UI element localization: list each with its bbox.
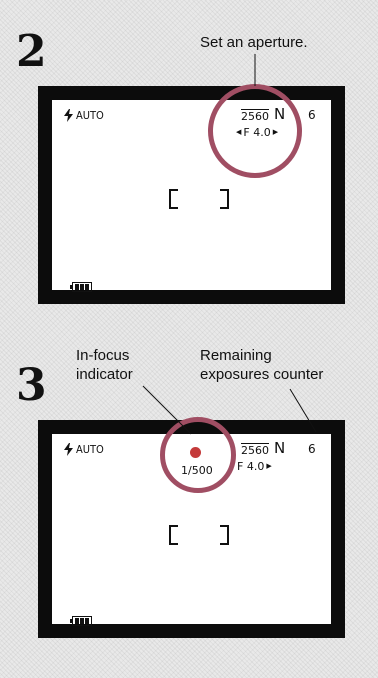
in-focus-caption-line-2: indicator [76,366,133,383]
af-bracket-right-icon [220,189,229,209]
remaining-exposures-caption: Remaining exposures counter [200,346,323,384]
aperture-value: F 4.0 [237,460,265,473]
af-bracket-left-icon [169,525,178,545]
step-3-flash-indicator: AUTO [64,443,104,456]
in-focus-indicator-caption: In-focus indicator [76,346,133,384]
aperture-display: F 4.0 ▶ [237,460,272,473]
flash-icon [64,109,73,122]
image-quality-indicator: N [274,439,286,457]
step-3-number: 3 [16,360,47,411]
remaining-caption-line-2: exposures counter [200,366,324,383]
step-2-flash-indicator: AUTO [64,109,104,122]
step-3-focus-callout-ring [160,417,236,493]
flash-mode-label: AUTO [76,109,104,122]
step-2-caption: Set an aperture. [200,34,308,51]
remaining-caption-line-1: Remaining [200,347,272,364]
frames-remaining-counter: 6 [308,108,316,122]
image-size-value: 2560 [241,444,269,457]
af-bracket-left-icon [169,189,178,209]
battery-icon [70,277,92,292]
step-2-aperture-callout-ring [208,84,302,178]
flash-icon [64,443,73,456]
step-2-number: 2 [16,26,47,77]
frames-remaining-counter: 6 [308,442,316,456]
flash-mode-label: AUTO [76,443,104,456]
af-bracket-right-icon [220,525,229,545]
in-focus-caption-line-1: In-focus [76,347,130,364]
aperture-right-arrow-icon: ▶ [266,462,272,470]
battery-icon [70,611,92,626]
image-size-indicator: 2560 [241,444,269,457]
